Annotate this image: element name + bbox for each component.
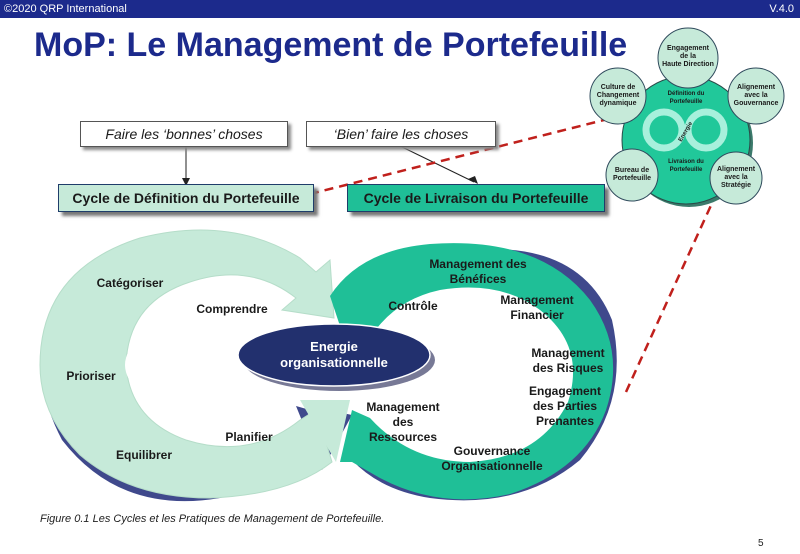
mini-gov-line2: avec la [744, 92, 768, 99]
mini-strat-line1: Alignement [716, 166, 756, 173]
practice-plan: Planifier [225, 430, 273, 444]
mini-def-line1: Définition du [667, 91, 705, 97]
practice-control: Contrôle [388, 299, 438, 313]
practice-risks-line2: des Risques [532, 361, 604, 375]
practice-risks: Management des Risques [526, 346, 610, 376]
practice-stakeholders-line2: des Parties [532, 399, 598, 413]
page-number: 5 [758, 538, 764, 549]
page-title: MoP: Le Management de Portefeuille [34, 26, 628, 64]
copyright: ©2020 QRP International [4, 3, 127, 15]
mini-strat-line2: avec la [724, 174, 748, 181]
tag-do-things-right: ‘Bien’ faire les choses [306, 121, 496, 147]
mini-bubble-exec [657, 27, 719, 89]
definition-arrow-head [300, 400, 350, 462]
guide-line-top [309, 116, 613, 196]
practice-financial-line1: Management [500, 293, 574, 307]
mini-office-label: Bureau de Portefeuille [608, 167, 656, 183]
mini-loop-right [684, 108, 728, 152]
practice-prioritize: Prioriser [66, 369, 116, 383]
practice-governance: Gouvernance Organisationnelle [432, 444, 552, 474]
tag-right-text: ‘Bien’ faire les choses [333, 126, 469, 142]
mini-bubble-strat [709, 151, 763, 205]
practice-risks-line1: Management [531, 346, 605, 360]
energy-label-line1: Energie [310, 339, 358, 354]
mini-loop-left [642, 108, 686, 152]
energy-label-line2: organisationnelle [280, 355, 388, 370]
mini-strat-label: Alignement avec la Stratégie [710, 166, 762, 190]
mini-gov-label: Alignement avec la Gouvernance [728, 84, 784, 108]
practice-financial-line2: Financier [510, 308, 564, 322]
mini-culture-label: Culture de Changement dynamique [592, 84, 644, 108]
practice-stakeholders-line3: Prenantes [535, 414, 595, 428]
mini-strat-line3: Stratégie [721, 182, 751, 189]
practice-resources-line1: Management [366, 400, 440, 414]
tag-right-arrowhead [468, 176, 478, 184]
definition-cycle-box: Cycle de Définition du Portefeuille [58, 184, 314, 212]
delivery-loop [330, 243, 614, 500]
practice-stakeholders: Engagement des Parties Prenantes [520, 384, 610, 429]
mini-bubble-gov [727, 67, 785, 125]
practice-stakeholders-line1: Engagement [528, 384, 601, 398]
practice-governance-line1: Gouvernance [453, 444, 531, 458]
tag-left-arrowhead [182, 178, 190, 186]
mini-culture-line1: Culture de [600, 84, 636, 91]
practice-governance-line2: Organisationnelle [441, 459, 543, 473]
mini-office-line2: Portefeuille [612, 175, 652, 182]
guide-line-right [624, 167, 730, 393]
mini-exec-label: Engagement de la Haute Direction [660, 45, 716, 69]
delivery-loop-shadow [344, 248, 617, 501]
definition-cycle-label: Cycle de Définition du Portefeuille [72, 190, 300, 206]
energy-ellipse [237, 323, 431, 387]
practice-resources-line2: des [392, 415, 414, 429]
practice-benefits-line1: Management des [429, 257, 527, 271]
practice-understand: Comprendre [196, 302, 268, 316]
mini-gov-line1: Alignement [736, 84, 776, 91]
header-bar: ©2020 QRP International V.4.0 [0, 0, 800, 18]
mini-bubble-culture [589, 67, 647, 125]
mini-exec-line3: Haute Direction [662, 61, 714, 68]
mini-def-line2: Portefeuille [669, 99, 703, 105]
practice-financial: Management Financier [494, 293, 580, 323]
mini-gov-line3: Gouvernance [733, 100, 779, 107]
mini-del-line1: Livraison du [668, 159, 704, 165]
tag-right-things: Faire les ‘bonnes’ choses [80, 121, 288, 147]
version: V.4.0 [769, 3, 794, 15]
mini-bubble-office [605, 148, 659, 202]
practice-categorize: Catégoriser [96, 276, 164, 290]
mini-exec-line2: de la [680, 53, 696, 60]
definition-loop [39, 229, 335, 499]
delivery-cycle-box: Cycle de Livraison du Portefeuille [347, 184, 605, 212]
mini-culture-line2: Changement [596, 92, 640, 99]
mini-office-line1: Bureau de [614, 167, 650, 174]
delivery-cycle-label: Cycle de Livraison du Portefeuille [363, 190, 589, 206]
mini-culture-line3: dynamique [599, 100, 637, 107]
practice-benefits: Management des Bénéfices [418, 257, 538, 287]
practice-resources: Management des Ressources [360, 400, 446, 445]
practice-resources-line3: Ressources [368, 430, 438, 444]
tag-right-connector [399, 145, 475, 183]
figure-caption: Figure 0.1 Les Cycles et les Pratiques d… [40, 513, 385, 525]
mini-exec-line1: Engagement [666, 45, 709, 52]
mini-def-label: Définition du Portefeuille [660, 90, 712, 106]
definition-loop-hole [125, 327, 235, 403]
practice-balance: Equilibrer [115, 448, 172, 462]
delivery-loop-hole [425, 332, 535, 408]
tag-left-text: Faire les ‘bonnes’ choses [105, 126, 263, 142]
mini-del-line2: Portefeuille [669, 167, 703, 173]
energy-label: Energie organisationnelle [254, 339, 414, 371]
mini-del-label: Livraison du Portefeuille [660, 158, 712, 174]
practice-benefits-line2: Bénéfices [449, 272, 507, 286]
